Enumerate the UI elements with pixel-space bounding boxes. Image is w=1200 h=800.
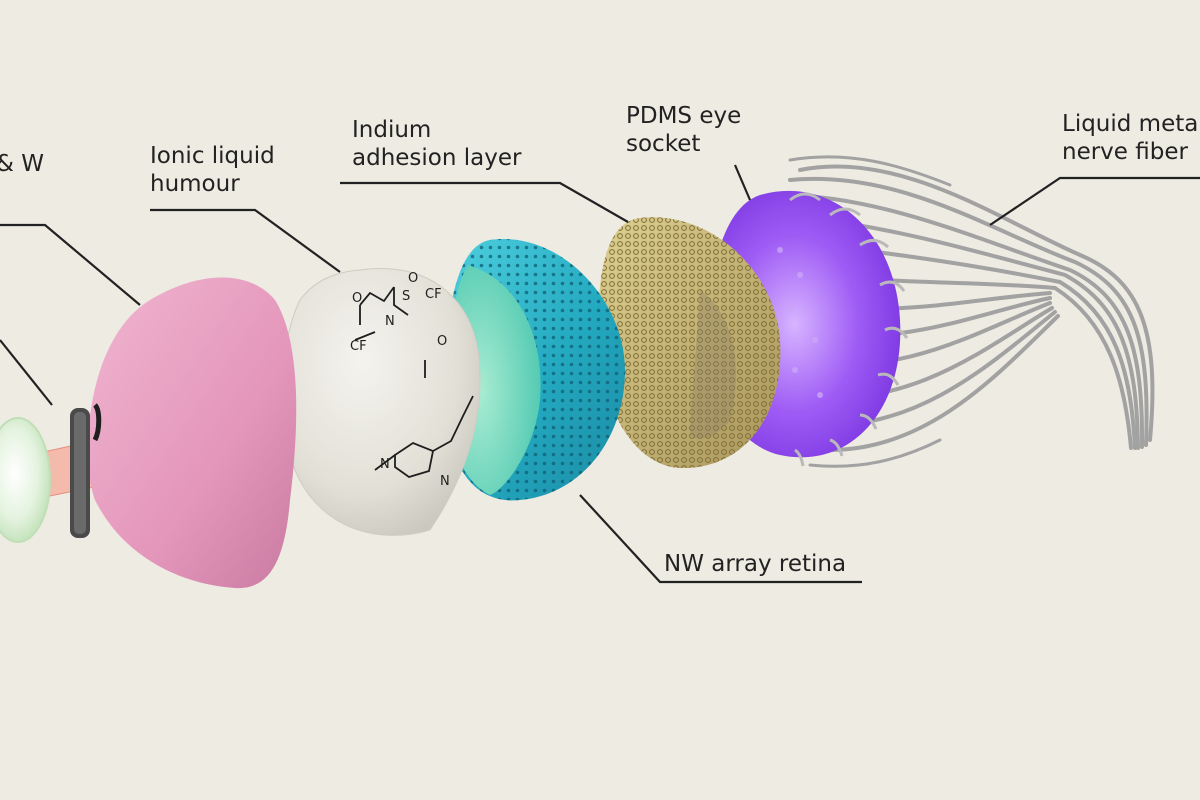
label-ionic-liquid-humour: Ionic liquid humour: [150, 143, 275, 197]
svg-text:O: O: [408, 271, 418, 286]
chemical-structure-icon: [354, 286, 474, 478]
indium-adhesion-layer: [598, 217, 781, 469]
label-liquid-metal-nerve-fibers: Liquid meta nerve fiber: [1062, 111, 1199, 165]
iris-shell: [87, 277, 297, 589]
leader-retina: [579, 494, 862, 584]
chemical-symbols: O N S O CF CF O N N: [350, 271, 450, 489]
svg-text:N: N: [380, 457, 390, 472]
leader-lines: [0, 164, 1200, 584]
leader-lens: [0, 223, 141, 306]
leader-humour: [150, 208, 341, 273]
svg-text:N: N: [385, 314, 395, 329]
ring-washer: [70, 408, 90, 538]
leader-nerve: [989, 176, 1200, 226]
nw-array-retina: [445, 239, 625, 501]
leader-socket: [733, 164, 752, 201]
lens: [0, 417, 51, 543]
svg-text:CF: CF: [350, 339, 367, 354]
leader-ring: [0, 339, 53, 406]
ionic-liquid-humour: O N S O CF CF O N N: [281, 268, 481, 536]
svg-text:S: S: [402, 289, 410, 304]
svg-text:O: O: [352, 291, 362, 306]
label-nw-array-retina: NW array retina: [664, 551, 847, 577]
svg-text:N: N: [440, 474, 450, 489]
leader-adhesion: [340, 181, 629, 223]
label-lens: & W: [0, 151, 44, 177]
label-pdms-eye-socket: PDMS eye socket: [626, 103, 742, 157]
svg-text:CF: CF: [425, 287, 442, 302]
svg-text:O: O: [437, 334, 447, 349]
label-indium-adhesion-layer: Indium adhesion layer: [352, 117, 522, 171]
